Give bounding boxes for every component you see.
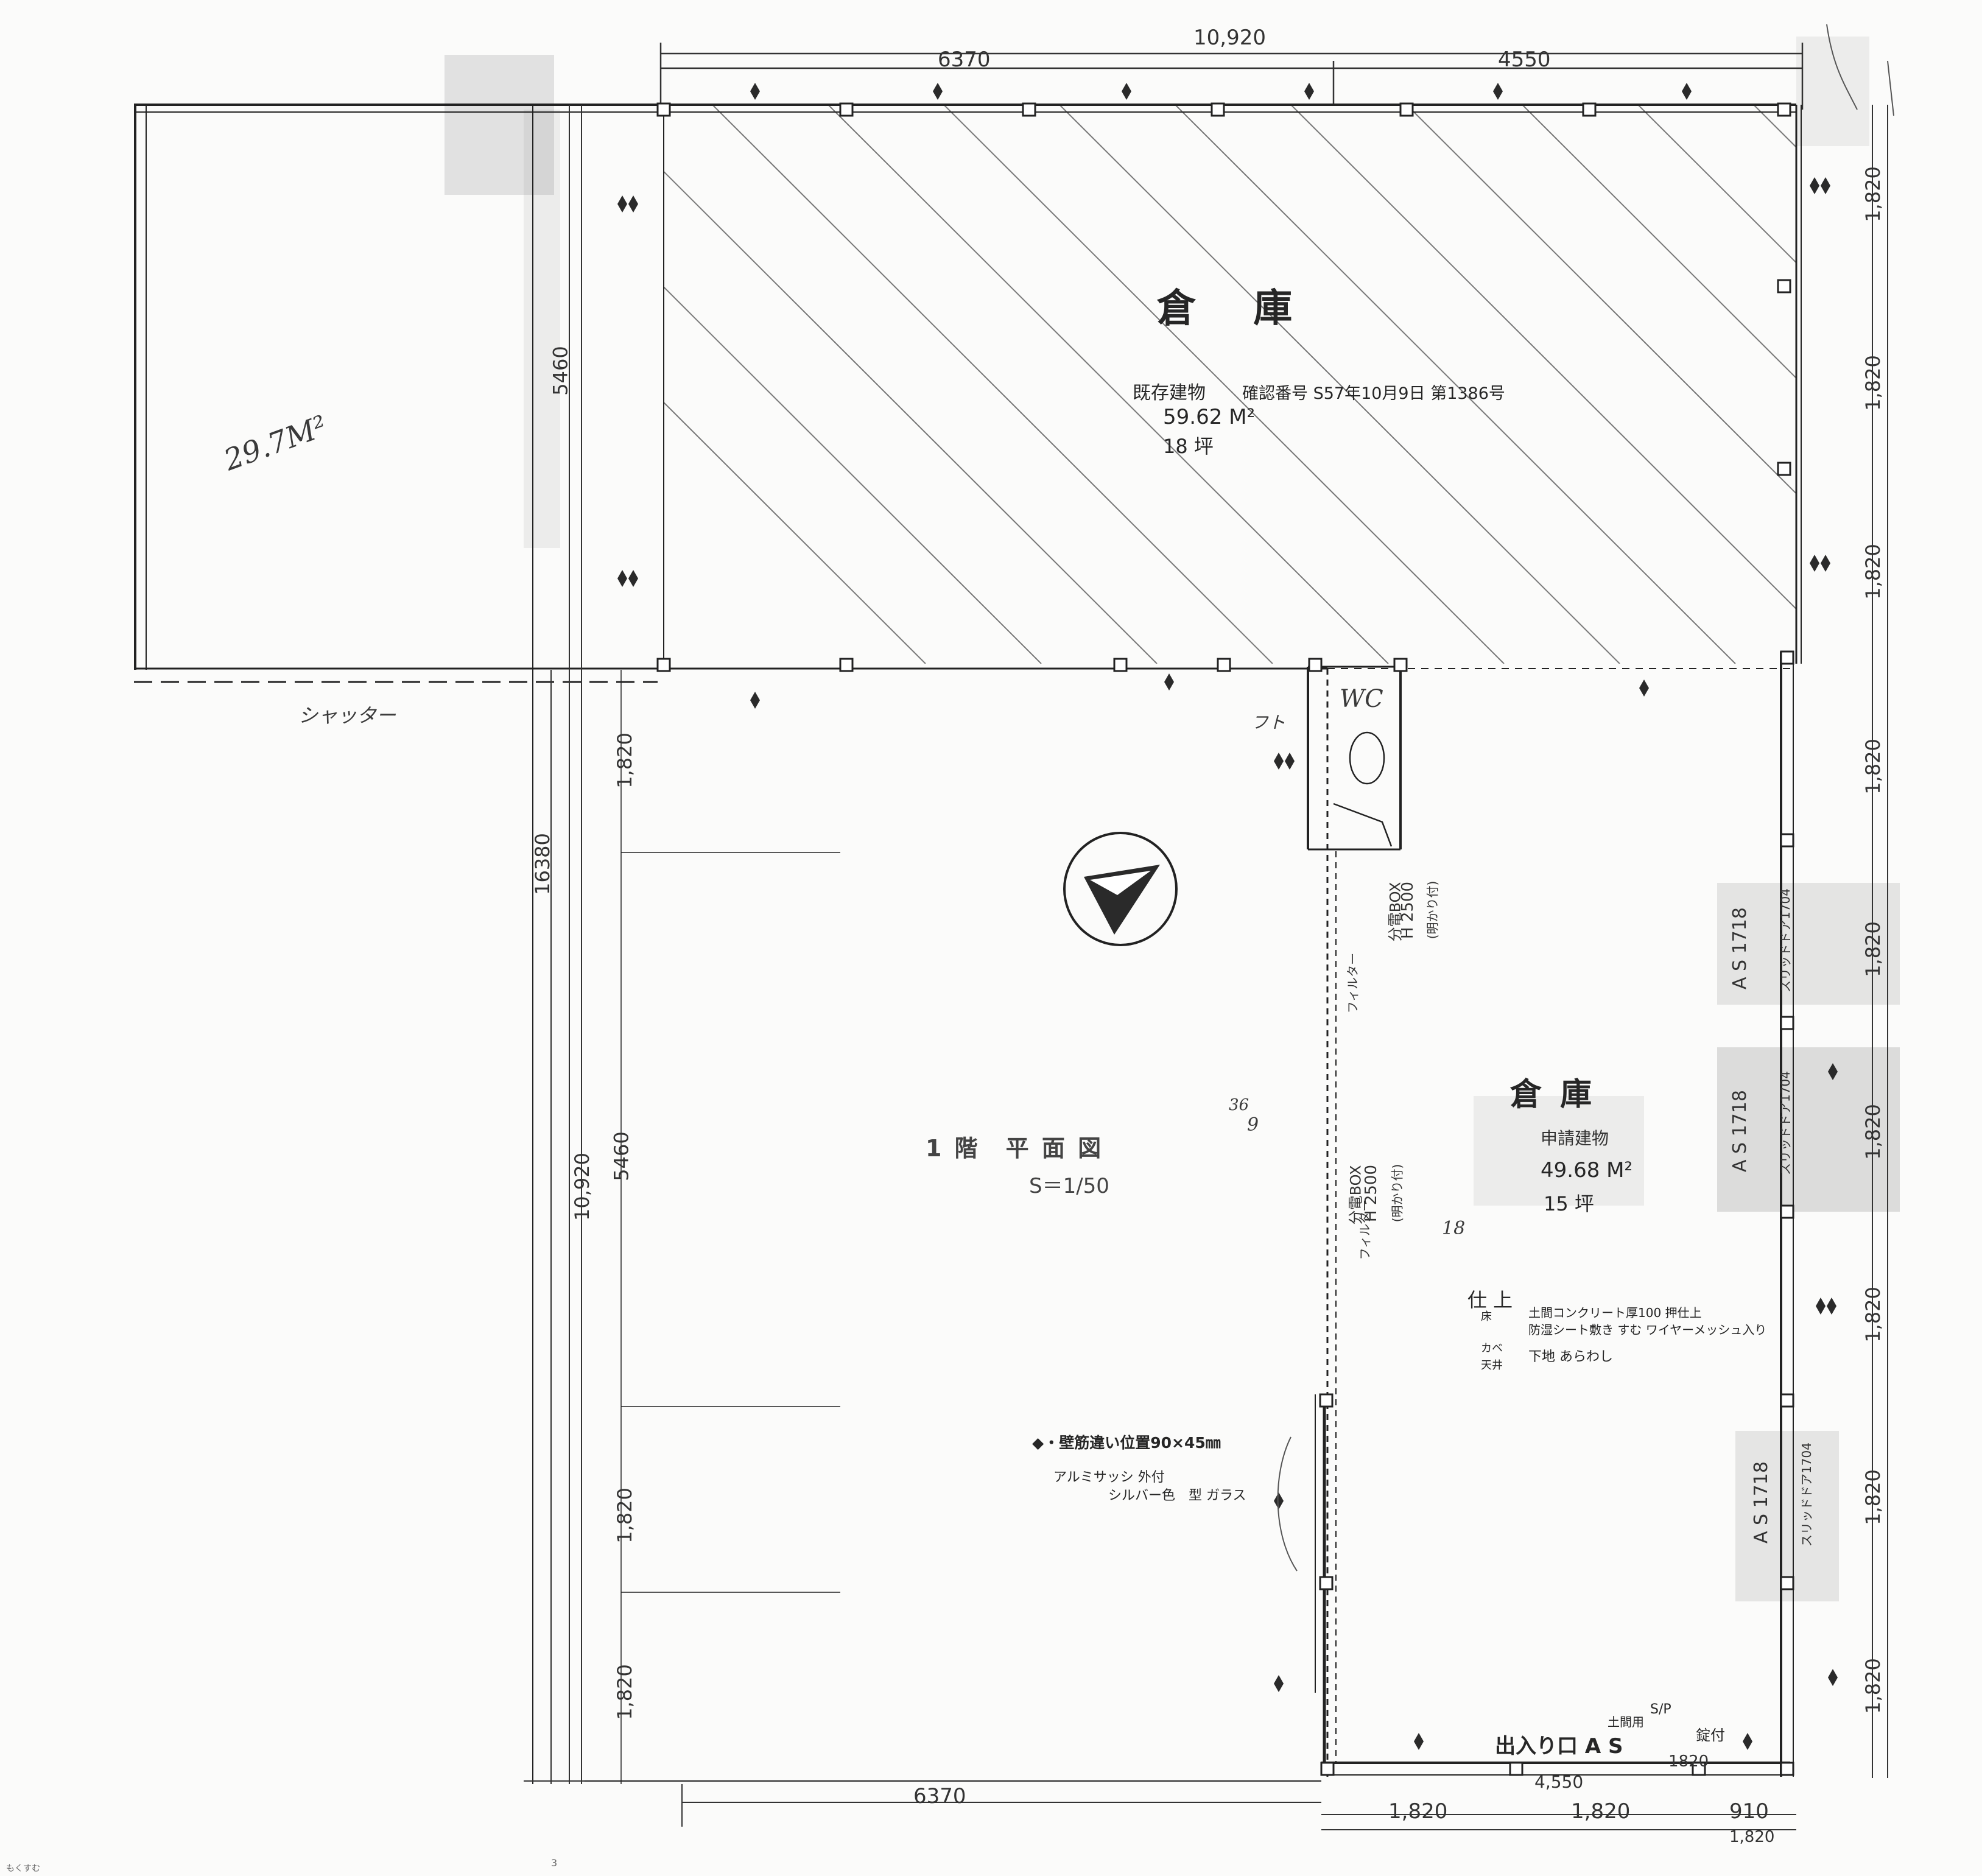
north-arrow-icon — [1063, 832, 1178, 946]
finish-ceiling-key: 天井 — [1481, 1359, 1503, 1372]
dim-bottom-d: 1,820 — [1729, 1828, 1775, 1846]
walls — [134, 104, 1802, 1784]
finish-wall-value: 下地 あらわし — [1528, 1349, 1613, 1365]
entrance-lock: 錠付 — [1696, 1727, 1725, 1744]
finish-floor-1: 土間コンクリート厚100 押仕上 — [1528, 1305, 1702, 1320]
dim-right-1820-2: 1,820 — [1861, 355, 1885, 411]
dim-bottom-c: 910 — [1729, 1799, 1769, 1824]
applied-label: 申請建物 — [1541, 1128, 1609, 1148]
as-sub-2: スリッドドア1704 — [1777, 1071, 1793, 1175]
as-label-3: A S 1718 — [1751, 1461, 1772, 1544]
dim-top-left: 6370 — [938, 47, 991, 72]
pillar-2: フィルター — [1357, 1199, 1372, 1260]
finish-header: 仕 上 — [1467, 1288, 1513, 1312]
dim-5460-top: 5460 — [549, 346, 572, 396]
toilet — [1333, 731, 1393, 847]
applied-tsubo: 15 坪 — [1544, 1192, 1594, 1215]
dim-left-1820-a: 1,820 — [613, 732, 636, 789]
dim-top-total: 10,920 — [1193, 26, 1266, 50]
dim-left-1820-c: 1,820 — [613, 1664, 636, 1720]
handwritten-9: 9 — [1247, 1114, 1259, 1136]
entrance-key: 土間用 — [1608, 1715, 1644, 1729]
applied-area: 49.68 M² — [1541, 1158, 1633, 1182]
left-dimension-lines — [524, 105, 1888, 1830]
dim-right-1820-4: 1,820 — [1861, 739, 1885, 795]
plan-title: 1 階 平 面 図 — [926, 1135, 1104, 1162]
finish-floor-2: 防湿シート敷き すむ ワイヤーメッシュ入り — [1528, 1323, 1767, 1337]
pillar-1: フィルター — [1345, 952, 1360, 1014]
existing-confirm: 確認番号 S57年10月9日 第1386号 — [1242, 384, 1505, 403]
legend-sash-2: シルバー色 型 ガラス — [1108, 1488, 1246, 1503]
as-sub-1: スリッドドア1704 — [1777, 888, 1793, 992]
existing-area: 59.62 M² — [1163, 405, 1256, 429]
dim-right-1820-6: 1,820 — [1861, 1104, 1885, 1160]
as-sub-3: スリッドドア1704 — [1799, 1442, 1814, 1547]
dim-left-lower: 10,920 — [570, 1153, 594, 1221]
dim-bottom-b: 1,820 — [1571, 1799, 1631, 1824]
dim-right-1820-5: 1,820 — [1861, 921, 1885, 977]
as-label-1: A S 1718 — [1729, 907, 1751, 989]
handwritten-shutter: シャッター — [298, 704, 396, 727]
existing-label: 既存建物 — [1133, 382, 1206, 404]
dim-entrance: 1820 — [1668, 1752, 1709, 1771]
box2-line-3: (明かり付) — [1390, 1164, 1405, 1223]
box1-line-3: (明かり付) — [1425, 880, 1440, 940]
footer-left: もくすむ — [6, 1864, 40, 1874]
dim-right-1820-1: 1,820 — [1861, 166, 1885, 222]
dim-bottom-a: 1,820 — [1388, 1799, 1448, 1824]
existing-building-hatch — [664, 105, 1796, 664]
fixtures — [656, 102, 1794, 1776]
plan-scale: S＝1/50 — [1029, 1174, 1109, 1198]
handwritten-wc: WC — [1340, 685, 1383, 713]
dim-right-1820-9: 1,820 — [1861, 1658, 1885, 1714]
entrance-label: 出入り口 A S — [1495, 1734, 1623, 1758]
finish-wall-key: カベ — [1481, 1342, 1503, 1355]
footer-page: 3 — [551, 1857, 558, 1869]
box1-line-2: H 2500 — [1398, 882, 1417, 939]
finish-floor-key: 床 — [1481, 1310, 1492, 1323]
handwritten-18: 18 — [1442, 1218, 1466, 1239]
applied-room-title: 倉 庫 — [1510, 1077, 1596, 1113]
existing-room-title: 倉 庫 — [1157, 286, 1315, 331]
dim-right-1820-7: 1,820 — [1861, 1287, 1885, 1343]
legend-sash: アルミサッシ 外付 — [1053, 1470, 1165, 1485]
existing-tsubo: 18 坪 — [1163, 435, 1214, 458]
as-label-2: A S 1718 — [1729, 1090, 1751, 1172]
dim-right-1820-8: 1,820 — [1861, 1469, 1885, 1525]
handwritten-fr: フト — [1251, 712, 1286, 732]
dim-bottom-e: 4,550 — [1534, 1772, 1584, 1792]
dim-top-right: 4550 — [1498, 47, 1551, 72]
legend-brace: ◆・壁筋違い位置90×45㎜ — [1032, 1434, 1221, 1452]
entrance-slash: S/P — [1650, 1702, 1671, 1717]
dim-5460-mid: 5460 — [610, 1131, 633, 1181]
dim-bottom-left: 6370 — [913, 1784, 966, 1808]
dim-left-total: 16380 — [530, 833, 554, 895]
dim-right-1820-3: 1,820 — [1861, 544, 1885, 600]
handwritten-36: 36 — [1229, 1096, 1249, 1114]
dim-left-1820-b: 1,820 — [613, 1488, 636, 1544]
top-dimension-lines — [659, 43, 1804, 110]
